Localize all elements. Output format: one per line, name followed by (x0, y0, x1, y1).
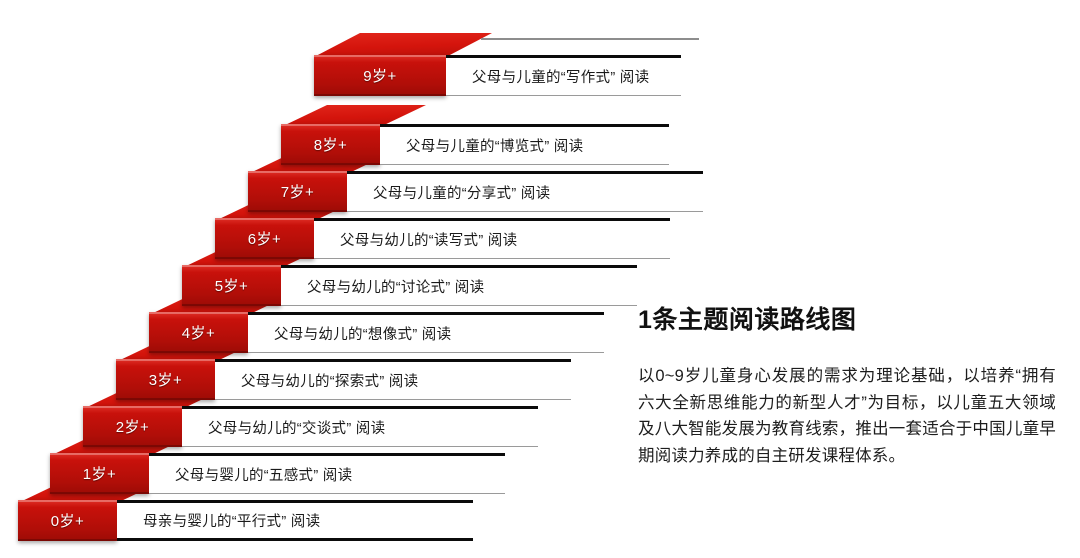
step-9-riser: 9岁+ (314, 55, 446, 96)
step-4-age: 4岁+ (181, 325, 216, 342)
step-5-desc: 父母与幼儿的“讨论式” 阅读 (307, 280, 485, 296)
step-2-desc: 父母与幼儿的“交谈式” 阅读 (208, 421, 386, 437)
step-0-bar: 母亲与婴儿的“平行式” 阅读 (117, 500, 473, 541)
step-7-age: 7岁+ (280, 184, 315, 201)
step-4-riser: 4岁+ (149, 312, 248, 353)
step-4-desc: 父母与幼儿的“想像式” 阅读 (274, 327, 452, 343)
step-3-bar: 父母与幼儿的“探索式” 阅读 (215, 359, 571, 400)
step-3-desc: 父母与幼儿的“探索式” 阅读 (241, 374, 419, 390)
step-7-riser: 7岁+ (248, 171, 347, 212)
step-9-bar: 父母与儿童的“写作式” 阅读 (446, 55, 681, 96)
step-1-riser: 1岁+ (50, 453, 149, 494)
step-1-bar: 父母与婴儿的“五感式” 阅读 (149, 453, 505, 494)
step-8-riser: 8岁+ (281, 124, 380, 165)
step-7-bar: 父母与儿童的“分享式” 阅读 (347, 171, 703, 212)
top-rule (481, 38, 699, 40)
step-3-riser: 3岁+ (116, 359, 215, 400)
step-6-desc: 父母与幼儿的“读写式” 阅读 (340, 233, 518, 249)
step-6-age: 6岁+ (247, 231, 282, 248)
info-panel: 1条主题阅读路线图 以0~9岁儿童身心发展的需求为理论基础，以培养“拥有六大全新… (638, 305, 1056, 470)
step-6-riser: 6岁+ (215, 218, 314, 259)
step-1-age: 1岁+ (82, 466, 117, 483)
step-6-bar: 父母与幼儿的“读写式” 阅读 (314, 218, 670, 259)
step-7-desc: 父母与儿童的“分享式” 阅读 (373, 186, 551, 202)
panel-title: 1条主题阅读路线图 (638, 306, 857, 334)
step-8-bar: 父母与儿童的“博览式” 阅读 (380, 124, 669, 165)
step-5-bar: 父母与幼儿的“讨论式” 阅读 (281, 265, 637, 306)
step-0-riser: 0岁+ (18, 500, 117, 541)
step-2-age: 2岁+ (115, 419, 150, 436)
step-2-riser: 2岁+ (83, 406, 182, 447)
step-5-riser: 5岁+ (182, 265, 281, 306)
step-3-age: 3岁+ (148, 372, 183, 389)
step-8-desc: 父母与儿童的“博览式” 阅读 (406, 139, 584, 155)
panel-body: 以0~9岁儿童身心发展的需求为理论基础，以培养“拥有六大全新思维能力的新型人才”… (638, 367, 1056, 466)
step-4-bar: 父母与幼儿的“想像式” 阅读 (248, 312, 604, 353)
step-0-age: 0岁+ (50, 513, 85, 530)
step-2-bar: 父母与幼儿的“交谈式” 阅读 (182, 406, 538, 447)
step-8-age: 8岁+ (313, 137, 348, 154)
step-9-desc: 父母与儿童的“写作式” 阅读 (472, 70, 650, 86)
step-9-tread (314, 33, 492, 57)
step-5-age: 5岁+ (214, 278, 249, 295)
step-1-desc: 父母与婴儿的“五感式” 阅读 (175, 468, 353, 484)
step-8-tread (281, 105, 426, 127)
step-0-desc: 母亲与婴儿的“平行式” 阅读 (143, 514, 321, 530)
step-9-age: 9岁+ (363, 68, 397, 85)
